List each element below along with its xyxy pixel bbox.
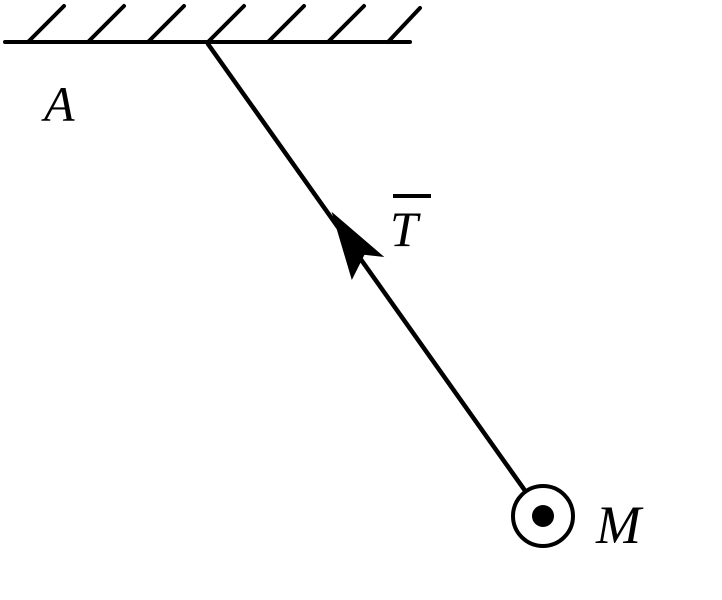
hatch-mark bbox=[26, 4, 66, 44]
string bbox=[205, 41, 546, 519]
hatch-mark bbox=[326, 4, 366, 44]
label-tension-t: T bbox=[390, 201, 421, 257]
hatch-mark bbox=[146, 4, 186, 44]
mass-dot bbox=[532, 505, 554, 527]
tension-arrowhead bbox=[331, 211, 385, 281]
hatch-mark bbox=[86, 4, 126, 44]
hatch-mark bbox=[386, 6, 422, 44]
label-mass-m: M bbox=[595, 495, 644, 555]
mass-point bbox=[511, 484, 575, 548]
ceiling-support bbox=[3, 4, 422, 44]
tension-label: T bbox=[390, 194, 431, 257]
hatch-mark bbox=[266, 4, 306, 44]
label-support-a: A bbox=[41, 76, 75, 132]
hatch-mark bbox=[206, 4, 246, 44]
